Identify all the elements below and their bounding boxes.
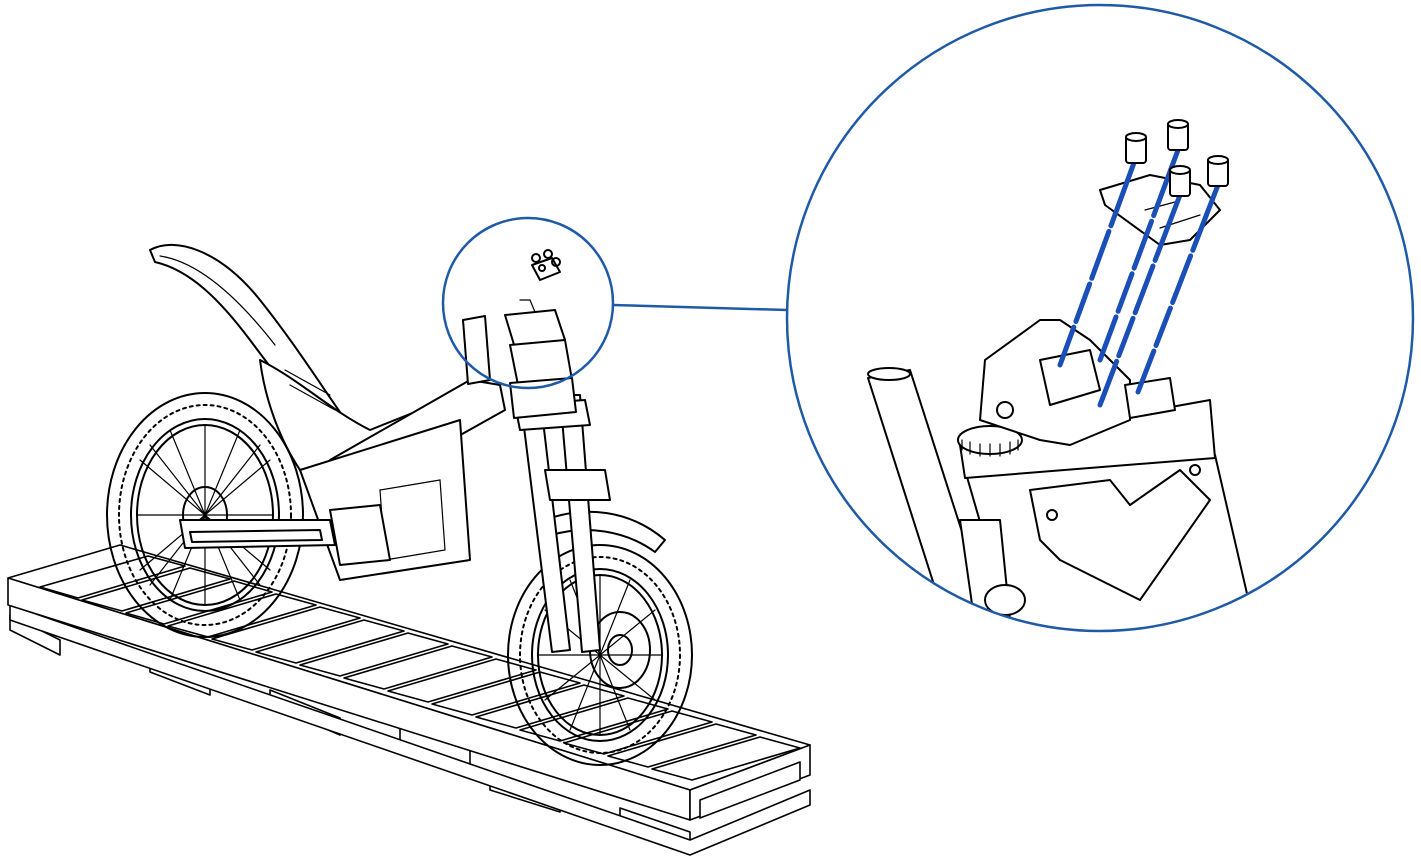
rear-wheel — [106, 392, 304, 638]
bolt-1 — [1057, 132, 1147, 368]
wooden-pallet — [7, 544, 811, 856]
bolt-cluster-small — [531, 249, 561, 281]
bolt-4 — [1135, 155, 1229, 395]
small-detail-circle — [441, 216, 615, 390]
detail-callout — [441, 3, 1415, 633]
zoomed-detail — [867, 174, 1261, 631]
bolt-2 — [1097, 119, 1189, 363]
large-detail-circle — [785, 3, 1415, 633]
bolt-3 — [1097, 165, 1191, 408]
front-wheel — [507, 544, 693, 766]
bolts — [1057, 119, 1229, 408]
callout-leader-line — [611, 303, 788, 312]
